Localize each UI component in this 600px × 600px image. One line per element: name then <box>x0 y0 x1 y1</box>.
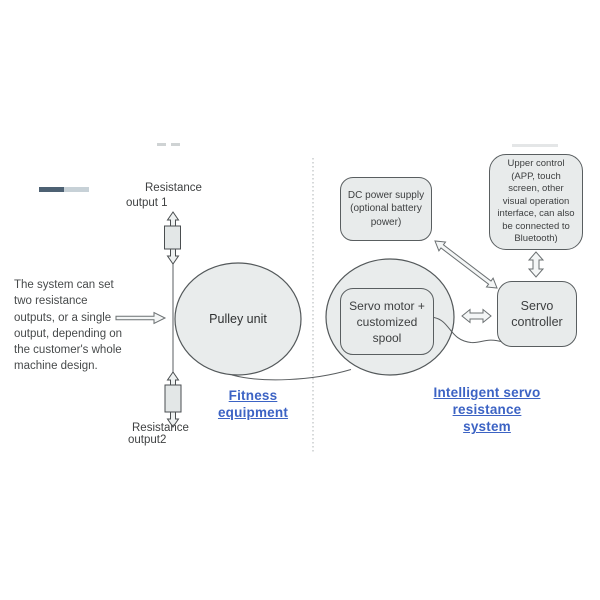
arrow-down-icon <box>166 248 180 265</box>
legend-bar-dark-segment <box>39 187 64 192</box>
box-text-line: screen, other <box>508 183 564 195</box>
upper-control-label: Upper control (APP, touch screen, other … <box>490 158 582 246</box>
note-right-arrow-icon <box>115 311 167 325</box>
arrow-up-icon <box>166 371 180 386</box>
system-note: The system can set two resistance output… <box>14 277 122 375</box>
box-text-line: (APP, touch <box>511 170 561 182</box>
servo-controller-label: Servo controller <box>498 298 576 331</box>
resistance-output-2-connector <box>164 371 182 428</box>
faint-dash-decoration <box>512 144 558 147</box>
dc-power-supply-box: DC power supply (optional battery power) <box>340 177 432 241</box>
note-line: The system can set <box>14 279 114 291</box>
faint-dash-decoration <box>157 143 166 146</box>
link-text-line: resistance system <box>452 402 522 434</box>
resistance-output-1-label: Resistance <box>145 182 202 194</box>
box-text-line: interface, can also <box>497 208 575 220</box>
link-text-line: Fitness <box>228 388 278 403</box>
box-text-line: DC power supply <box>347 189 425 201</box>
resistance-output-1-connector <box>164 211 181 265</box>
resistance-output-2-block <box>164 384 182 413</box>
resistance-output-2-label: Resistance <box>132 422 189 434</box>
pulley-to-spool-cable-line <box>231 369 352 381</box>
box-text-line: Servo <box>520 298 554 313</box>
note-line: machine design. <box>14 360 98 373</box>
upper-control-box: Upper control (APP, touch screen, other … <box>489 154 583 250</box>
servo-controller-box: Servo controller <box>497 281 577 347</box>
motor-to-controller-double-arrow-icon <box>461 308 492 324</box>
box-text-line: spool <box>372 330 402 345</box>
arrow-up-icon <box>166 211 180 227</box>
arrow-down-icon <box>166 411 180 428</box>
resistance-output-1-block <box>164 225 181 250</box>
fitness-equipment-link[interactable]: Fitness equipment <box>218 387 288 421</box>
uppercontrol-to-controller-double-arrow-icon <box>527 251 545 278</box>
resistance-output-1-label: output 1 <box>126 197 168 209</box>
note-line: the customer's whole <box>14 344 122 357</box>
box-text-line: customized <box>356 314 418 329</box>
box-text-line: visual operation <box>502 195 570 207</box>
faint-dash-decoration <box>171 143 180 146</box>
dc-to-controller-double-arrow-icon <box>434 240 498 289</box>
note-line: output, depending on <box>14 327 123 340</box>
pulley-unit-label: Pulley unit <box>209 312 267 326</box>
resistance-output-2-label: output2 <box>128 434 167 446</box>
box-text-line: Bluetooth) <box>514 233 558 245</box>
box-text-line: (optional battery <box>350 203 422 215</box>
note-line: outputs, or a single <box>14 311 112 324</box>
box-text-line: be connected to <box>502 220 570 232</box>
dc-power-supply-label: DC power supply (optional battery power) <box>341 189 431 230</box>
intelligent-servo-system-link[interactable]: Intelligent servo resistance system <box>431 384 544 435</box>
link-text-line: equipment <box>217 405 289 420</box>
pulley-unit-circle <box>174 262 302 376</box>
box-text-line: controller <box>511 315 563 329</box>
servo-motor-spool-box: Servo motor + customized spool <box>340 288 434 355</box>
note-line: two resistance <box>14 295 88 308</box>
spool-to-controller-cable-line <box>433 317 504 344</box>
box-text-line: power) <box>370 216 402 228</box>
link-text-line: Intelligent servo <box>433 385 541 400</box>
servo-motor-spool-label: Servo motor + customized spool <box>341 298 433 346</box>
legend-bar-light-segment <box>64 187 89 192</box>
box-text-line: Upper control <box>507 157 565 169</box>
box-text-line: Servo motor + <box>349 298 425 313</box>
